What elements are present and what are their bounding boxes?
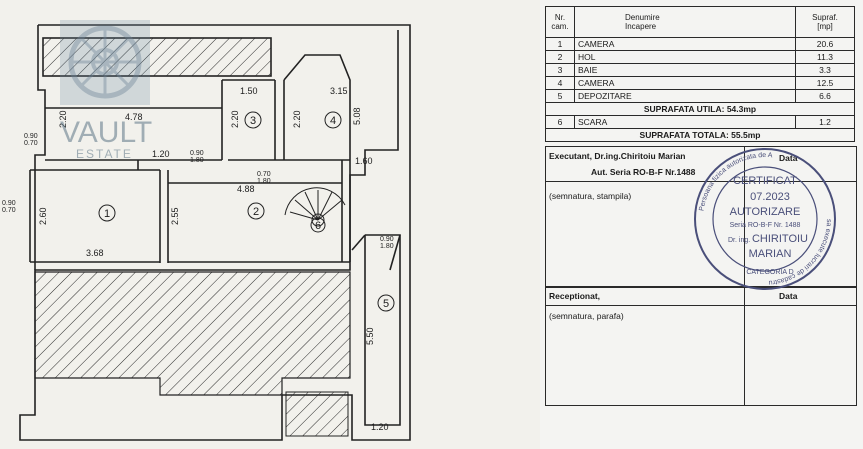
authorization-label: Aut. Seria RO-B-F Nr.1488: [591, 167, 696, 177]
svg-text:1: 1: [104, 208, 110, 220]
executant-box: Executant, Dr.ing.Chiritoiu Marian Aut. …: [545, 146, 857, 288]
room-number-6: 6: [310, 217, 326, 233]
dim-label: 2.60: [38, 207, 48, 225]
room-number-3: 3: [244, 111, 262, 129]
stamp-categoria: CATEGORIA D: [746, 269, 793, 276]
dim-label: 3.68: [86, 248, 104, 258]
executant-label: Executant, Dr.ing.Chiritoiu Marian: [549, 151, 686, 161]
room-number-2: 2: [247, 202, 265, 220]
dim-label: 5.08: [352, 107, 362, 125]
dim-label: 4.78: [125, 112, 143, 122]
header-mp: [mp]: [817, 22, 833, 31]
stamp-name-1: CHIRITOIU: [752, 233, 808, 245]
stamp-certificat: CERTIFICAT: [733, 175, 797, 187]
dim-label: 5.50: [365, 327, 375, 345]
svg-text:4: 4: [330, 115, 336, 127]
dim-label: 3.15: [330, 86, 348, 96]
dim-label: 1.20: [152, 149, 170, 159]
svg-text:2: 2: [253, 206, 259, 218]
dim-label: 1.50: [240, 86, 258, 96]
dim-label: 2.55: [170, 207, 180, 225]
receptionat-date-label: Data: [779, 291, 798, 301]
stamp-autorizare: AUTORIZARE: [730, 206, 801, 218]
header-supraf: Supraf.: [812, 13, 838, 22]
receptionat-signature-label: (semnatura, parafa): [549, 311, 624, 321]
dim-label: 4.88: [237, 184, 255, 194]
spiral-staircase: [284, 187, 346, 227]
svg-text:ESTATE: ESTATE: [76, 147, 133, 161]
hatched-area-large: [34, 271, 351, 396]
header-denumire: Denumire: [625, 13, 660, 22]
dim-label: 2.20: [58, 110, 68, 128]
stamp-name-2: MARIAN: [749, 248, 792, 260]
hatched-area-corner: [285, 391, 349, 437]
usable-area-row: SUPRAFATA UTILA: 54.3mp: [545, 102, 855, 116]
authorization-stamp: Persoana fizica autorizata de A sa execu…: [694, 148, 836, 290]
dim-label: 1.20: [371, 422, 389, 432]
plan-walls: [19, 24, 411, 441]
floor-plan: 1 2 3 4 5 6 4.78 1.50 3.15 5.08 2.20 2.2…: [2, 20, 411, 441]
total-area-row: SUPRAFATA TOTALA: 55.5mp: [545, 128, 855, 142]
stamp-drng: Dr. ing.: [728, 237, 750, 244]
room-number-1: 1: [98, 204, 116, 222]
dim-label: 2.20: [230, 110, 240, 128]
stamp-date: 07.2023: [750, 191, 790, 203]
hatched-strip-top: [43, 38, 271, 76]
room-number-5: 5: [377, 294, 395, 312]
executant-date-label: Data: [779, 153, 798, 163]
dim-label: 2.20: [292, 110, 302, 128]
vault-estate-logo: VAULT ESTATE: [60, 20, 152, 161]
stamp-seria: Seria RO-B-F Nr. 1488: [730, 222, 801, 229]
svg-text:3: 3: [250, 115, 256, 127]
room-number-4: 4: [324, 111, 342, 129]
header-nr: Nr.: [554, 13, 566, 22]
svg-text:5: 5: [383, 298, 389, 310]
header-incapere: Incapere: [625, 22, 657, 31]
receptionat-label: Receptionat,: [549, 291, 601, 301]
svg-text:VAULT: VAULT: [60, 116, 152, 149]
receptionat-box: Receptionat, Data (semnatura, parafa): [545, 286, 857, 406]
dim-label: 1.60: [355, 156, 373, 166]
header-cam: cam.: [551, 22, 569, 31]
executant-signature-label: (semnatura, stampila): [549, 191, 632, 201]
svg-text:6: 6: [315, 220, 321, 232]
